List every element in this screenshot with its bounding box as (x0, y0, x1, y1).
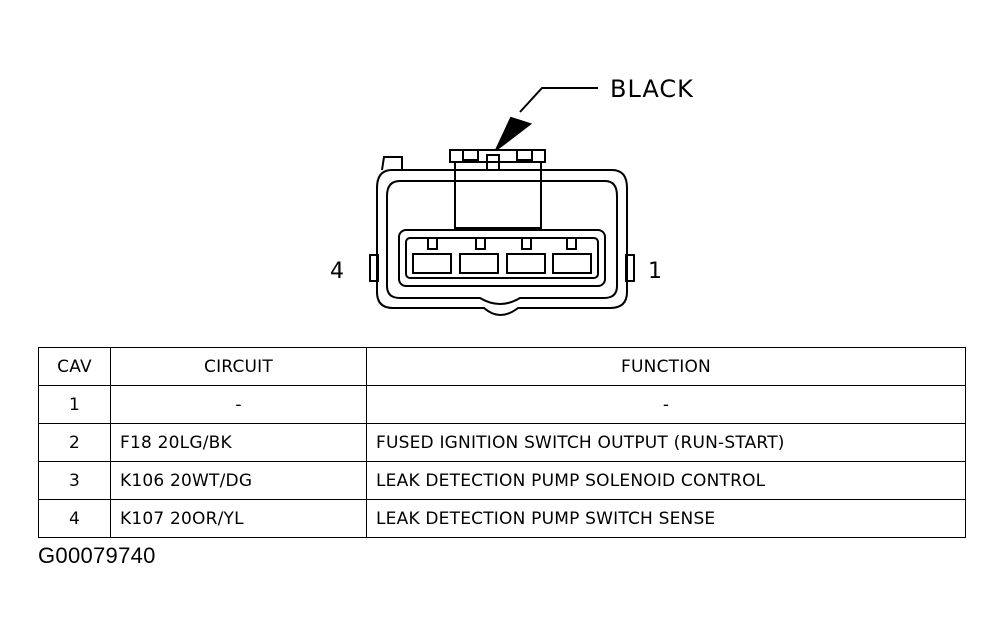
pin-label-1: 1 (648, 259, 662, 284)
table-row: 4 K107 20OR/YL LEAK DETECTION PUMP SWITC… (38, 499, 966, 538)
figure-id: G00079740 (38, 543, 156, 568)
function-cell: LEAK DETECTION PUMP SWITCH SENSE (366, 499, 966, 538)
table-row: 2 F18 20LG/BK FUSED IGNITION SWITCH OUTP… (38, 423, 966, 462)
cav-cell: 2 (38, 423, 111, 462)
header-cav: CAV (38, 347, 111, 386)
table-header-row: CAV CIRCUIT FUNCTION (38, 347, 966, 386)
connector-body (369, 149, 635, 316)
table-row: 1 - - (38, 385, 966, 424)
circuit-cell: F18 20LG/BK (110, 423, 367, 462)
circuit-cell: K106 20WT/DG (110, 461, 367, 500)
circuit-cell: - (110, 385, 367, 424)
function-cell: FUSED IGNITION SWITCH OUTPUT (RUN-START) (366, 423, 966, 462)
cav-cell: 1 (38, 385, 111, 424)
table-row: 3 K106 20WT/DG LEAK DETECTION PUMP SOLEN… (38, 461, 966, 500)
circuit-cell: K107 20OR/YL (110, 499, 367, 538)
cav-cell: 3 (38, 461, 111, 500)
connector-diagram: BLACK 4 1 (330, 75, 694, 316)
pinout-table: CAV CIRCUIT FUNCTION 1 - - 2 F18 20LG/BK… (38, 347, 966, 538)
pin-label-4: 4 (330, 259, 344, 284)
header-function: FUNCTION (366, 347, 966, 386)
function-cell: - (366, 385, 966, 424)
header-circuit: CIRCUIT (110, 347, 367, 386)
color-label: BLACK (610, 75, 694, 103)
cav-cell: 4 (38, 499, 111, 538)
function-cell: LEAK DETECTION PUMP SOLENOID CONTROL (366, 461, 966, 500)
leader-arrow (495, 87, 598, 151)
